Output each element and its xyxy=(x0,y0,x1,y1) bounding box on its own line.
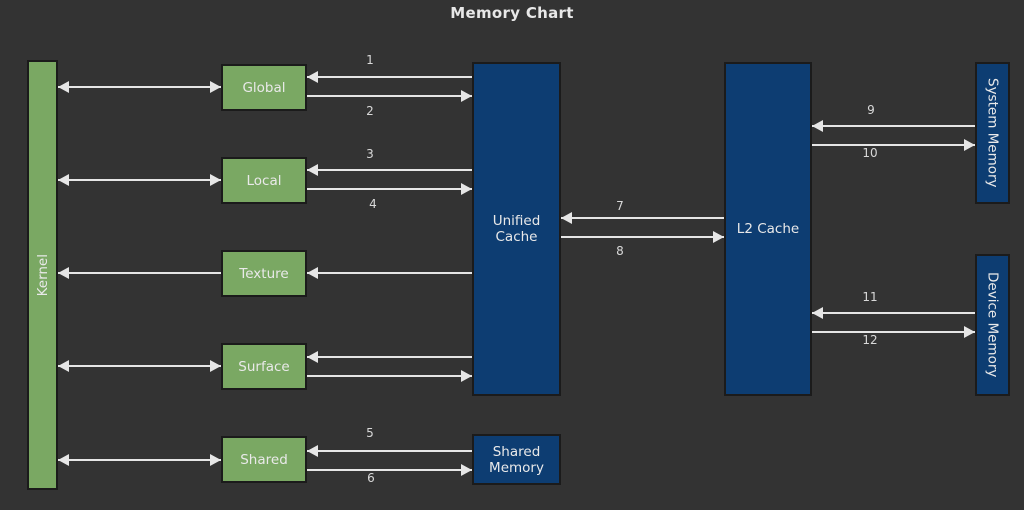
edge-kernel-global-arrowhead-right xyxy=(210,81,221,93)
edge-7-line xyxy=(561,217,724,219)
edge-kernel-shared-arrowhead-left xyxy=(58,454,69,466)
edge-kernel-local-arrowhead-left xyxy=(58,174,69,186)
edge-8-line xyxy=(561,236,724,238)
edge-9-arrowhead-left xyxy=(812,120,823,132)
edge-4-arrowhead-right xyxy=(461,183,472,195)
page-title: Memory Chart xyxy=(450,4,574,22)
node-texture-label: Texture xyxy=(239,265,289,282)
node-global-label: Global xyxy=(242,79,286,96)
edge-6-label: 6 xyxy=(367,471,375,485)
edge-2-arrowhead-right xyxy=(461,90,472,102)
edge-kernel-surface-arrowhead-right xyxy=(210,360,221,372)
node-shared-memory[interactable]: Shared Memory xyxy=(472,434,561,485)
node-shared[interactable]: Shared xyxy=(221,436,307,483)
node-global[interactable]: Global xyxy=(221,64,307,111)
edge-kernel-surface-line xyxy=(58,365,221,367)
edge-4-line xyxy=(307,188,472,190)
node-device-memory[interactable]: Device Memory xyxy=(975,254,1010,396)
edge-11-arrowhead-left xyxy=(812,307,823,319)
edge-kernel-global-line xyxy=(58,86,221,88)
edge-unified-surface-arrowhead-left xyxy=(307,351,318,363)
edge-unified-surface-line xyxy=(307,356,472,358)
node-l2-cache-label: L2 Cache xyxy=(736,221,800,237)
edge-kernel-surface-arrowhead-left xyxy=(58,360,69,372)
edge-surface-unified-arrowhead-right xyxy=(461,370,472,382)
node-shared-memory-label-line1: Shared xyxy=(492,443,541,460)
edge-4-label: 4 xyxy=(369,197,377,211)
node-local[interactable]: Local xyxy=(221,157,307,204)
edge-unified-texture-arrowhead-left xyxy=(307,267,318,279)
edge-6-line xyxy=(307,469,472,471)
edge-texture-kernel-arrowhead-left xyxy=(58,267,69,279)
edge-surface-unified-line xyxy=(307,375,472,377)
edge-kernel-shared-line xyxy=(58,459,221,461)
edge-kernel-shared-arrowhead-right xyxy=(210,454,221,466)
edge-7-arrowhead-left xyxy=(561,212,572,224)
node-surface[interactable]: Surface xyxy=(221,343,307,390)
edge-12-label: 12 xyxy=(862,333,878,347)
node-system-memory[interactable]: System Memory xyxy=(975,62,1010,204)
edge-11-line xyxy=(812,312,975,314)
edge-3-line xyxy=(307,169,472,171)
node-system-memory-label: System Memory xyxy=(984,78,1001,188)
edge-12-line xyxy=(812,331,975,333)
edge-kernel-global-arrowhead-left xyxy=(58,81,69,93)
edge-12-arrowhead-right xyxy=(964,326,975,338)
edge-1-line xyxy=(307,76,472,78)
edge-5-arrowhead-left xyxy=(307,445,318,457)
edge-5-line xyxy=(307,450,472,452)
node-kernel[interactable]: Kernel xyxy=(27,60,58,490)
edge-10-line xyxy=(812,144,975,146)
edge-9-label: 9 xyxy=(867,103,875,117)
edge-5-label: 5 xyxy=(366,426,374,440)
edge-3-arrowhead-left xyxy=(307,164,318,176)
node-l2-cache[interactable]: L2 Cache xyxy=(724,62,812,396)
edge-11-label: 11 xyxy=(862,290,878,304)
edge-1-label: 1 xyxy=(366,53,374,67)
edge-kernel-local-arrowhead-right xyxy=(210,174,221,186)
node-shared-memory-label-line2: Memory xyxy=(489,459,544,476)
edge-3-label: 3 xyxy=(366,147,374,161)
node-device-memory-label: Device Memory xyxy=(984,272,1001,378)
edge-1-arrowhead-left xyxy=(307,71,318,83)
edge-7-label: 7 xyxy=(616,199,624,213)
edge-8-arrowhead-right xyxy=(713,231,724,243)
edge-6-arrowhead-right xyxy=(461,464,472,476)
edge-9-line xyxy=(812,125,975,127)
edge-10-label: 10 xyxy=(862,146,878,160)
edge-8-label: 8 xyxy=(616,244,624,258)
node-unified-cache[interactable]: Unified Cache xyxy=(472,62,561,396)
edge-kernel-local-line xyxy=(58,179,221,181)
edge-10-arrowhead-right xyxy=(964,139,975,151)
node-shared-label: Shared xyxy=(240,451,288,468)
node-local-label: Local xyxy=(246,172,282,189)
node-kernel-label: Kernel xyxy=(34,253,51,297)
node-texture[interactable]: Texture xyxy=(221,250,307,297)
edge-unified-texture-line xyxy=(307,272,472,274)
node-unified-cache-label-line1: Unified xyxy=(492,213,541,229)
edge-2-line xyxy=(307,95,472,97)
edge-texture-kernel-line xyxy=(58,272,221,274)
node-unified-cache-label-line2: Cache xyxy=(495,229,538,245)
edge-2-label: 2 xyxy=(366,104,374,118)
node-surface-label: Surface xyxy=(238,358,290,375)
